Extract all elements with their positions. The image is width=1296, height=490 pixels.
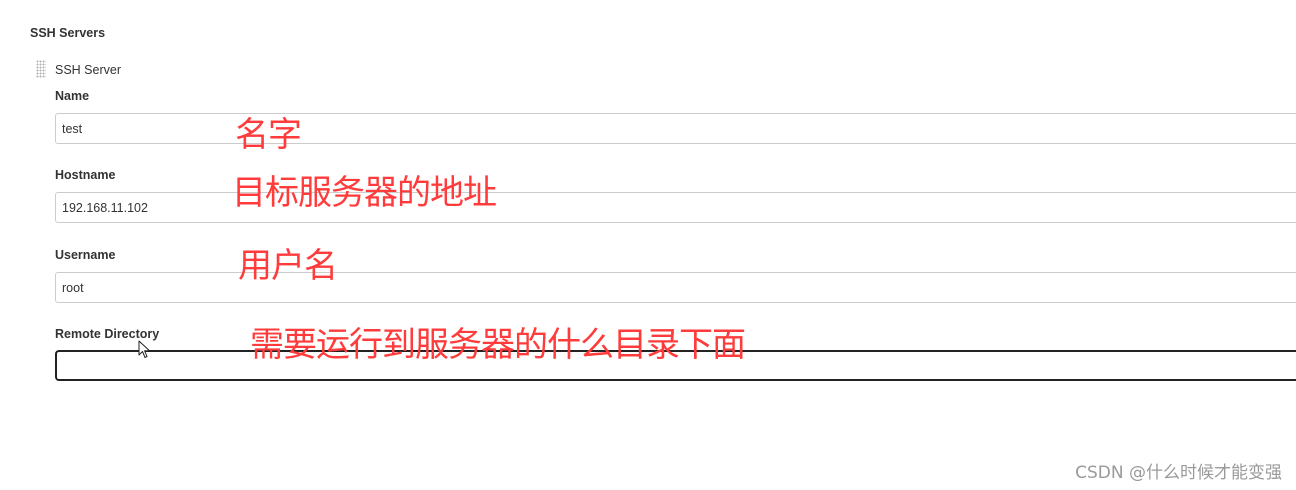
ssh-server-title: SSH Server [55,63,121,77]
hostname-input[interactable] [55,192,1296,223]
annotation-name: 名字 [235,115,302,155]
username-input[interactable] [55,272,1296,303]
mouse-cursor-icon [138,340,150,358]
drag-handle-icon[interactable] [36,60,46,78]
annotation-remote-directory: 需要运行到服务器的什么目录下面 [250,325,746,365]
watermark: CSDN @什么时候才能变强 [1075,463,1282,483]
remote-directory-label: Remote Directory [55,327,160,341]
annotation-username: 用户名 [238,246,338,286]
name-input[interactable] [55,113,1296,144]
annotation-hostname: 目标服务器的地址 [232,173,497,213]
section-title: SSH Servers [30,26,106,40]
username-label: Username [55,248,116,262]
remote-directory-input[interactable] [55,350,1296,381]
hostname-label: Hostname [55,168,116,182]
name-label: Name [55,89,90,103]
